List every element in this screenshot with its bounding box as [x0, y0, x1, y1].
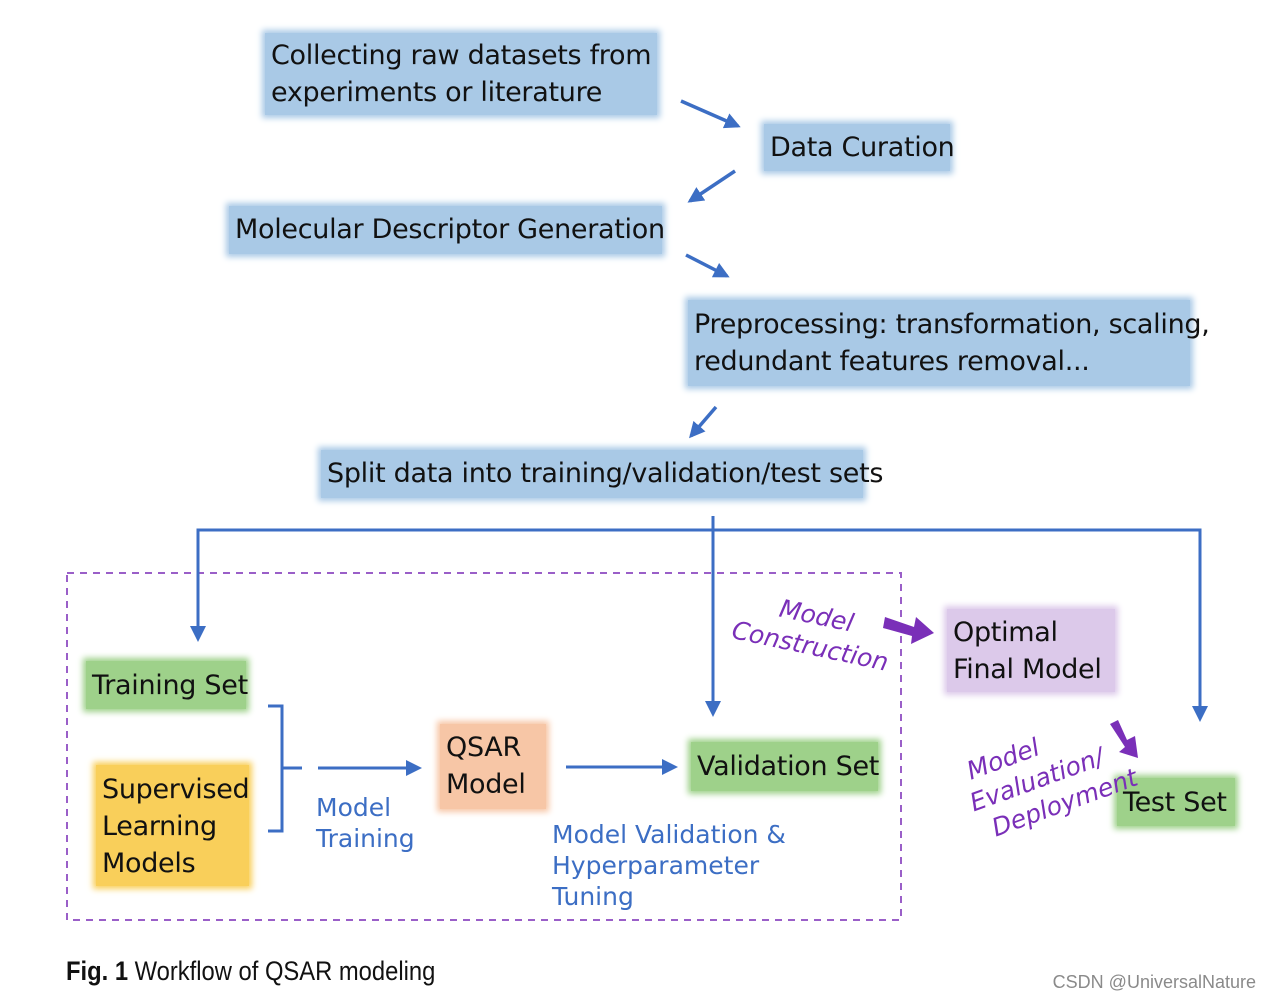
- supervised-line-3: Models: [102, 848, 196, 879]
- optimal-final-model-node: Optimal Final Model: [947, 609, 1115, 692]
- figure-caption: Fig. 1 Workflow of QSAR modeling: [66, 956, 435, 987]
- model-validation-label: Model Validation & Hyperparameter Tuning: [552, 819, 786, 912]
- model-training-line-2: Training: [316, 824, 415, 853]
- model-training-line-1: Model: [316, 793, 392, 822]
- model-validation-line-2: Hyperparameter: [552, 851, 760, 880]
- data-curation-node: Data Curation: [764, 124, 955, 171]
- test-set-node: Test Set: [1117, 778, 1235, 826]
- figure-caption-text: Workflow of QSAR modeling: [134, 956, 436, 986]
- arrow-split-to-training: [190, 528, 713, 642]
- arrow-construction: [883, 617, 934, 644]
- qsar-line-1: QSAR: [446, 732, 521, 763]
- collect-data-line-1: Collecting raw datasets from: [271, 40, 652, 71]
- arrow-collect-to-curation: [680, 99, 741, 129]
- figure-number: Fig. 1: [66, 956, 129, 986]
- training-validation-region: [66, 572, 902, 921]
- collect-data-line-2: experiments or literature: [271, 77, 603, 108]
- collect-data-node: Collecting raw datasets from experiments…: [265, 33, 657, 115]
- arrow-split-to-test: [713, 528, 1208, 722]
- validation-set-node: Validation Set: [691, 742, 879, 791]
- descriptor-generation-node: Molecular Descriptor Generation: [229, 206, 665, 254]
- optimal-line-2: Final Model: [953, 654, 1102, 685]
- supervised-line-2: Learning: [102, 811, 217, 842]
- input-bracket: [268, 704, 302, 833]
- split-data-node: Split data into training/validation/test…: [321, 450, 883, 498]
- optimal-line-1: Optimal: [953, 617, 1058, 648]
- training-set-node: Training Set: [86, 661, 248, 709]
- model-training-label: Model Training: [316, 792, 415, 854]
- preprocessing-line-2: redundant features removal...: [694, 346, 1090, 377]
- arrow-preprocess-to-split: [689, 405, 718, 439]
- qsar-line-2: Model: [446, 769, 526, 800]
- model-validation-line-3: Tuning: [552, 882, 634, 911]
- preprocessing-node: Preprocessing: transformation, scaling, …: [688, 300, 1210, 386]
- preprocessing-line-1: Preprocessing: transformation, scaling,: [694, 309, 1210, 340]
- watermark: CSDN @UniversalNature: [1052, 972, 1256, 992]
- supervised-line-1: Supervised: [102, 774, 250, 805]
- model-validation-line-1: Model Validation &: [552, 820, 786, 849]
- arrow-curation-to-descriptor: [687, 169, 736, 203]
- qsar-model-node: QSAR Model: [440, 724, 546, 809]
- arrow-evaluation: [1110, 720, 1138, 758]
- supervised-models-node: Supervised Learning Models: [96, 765, 250, 886]
- arrow-descriptor-to-preprocess: [685, 253, 730, 278]
